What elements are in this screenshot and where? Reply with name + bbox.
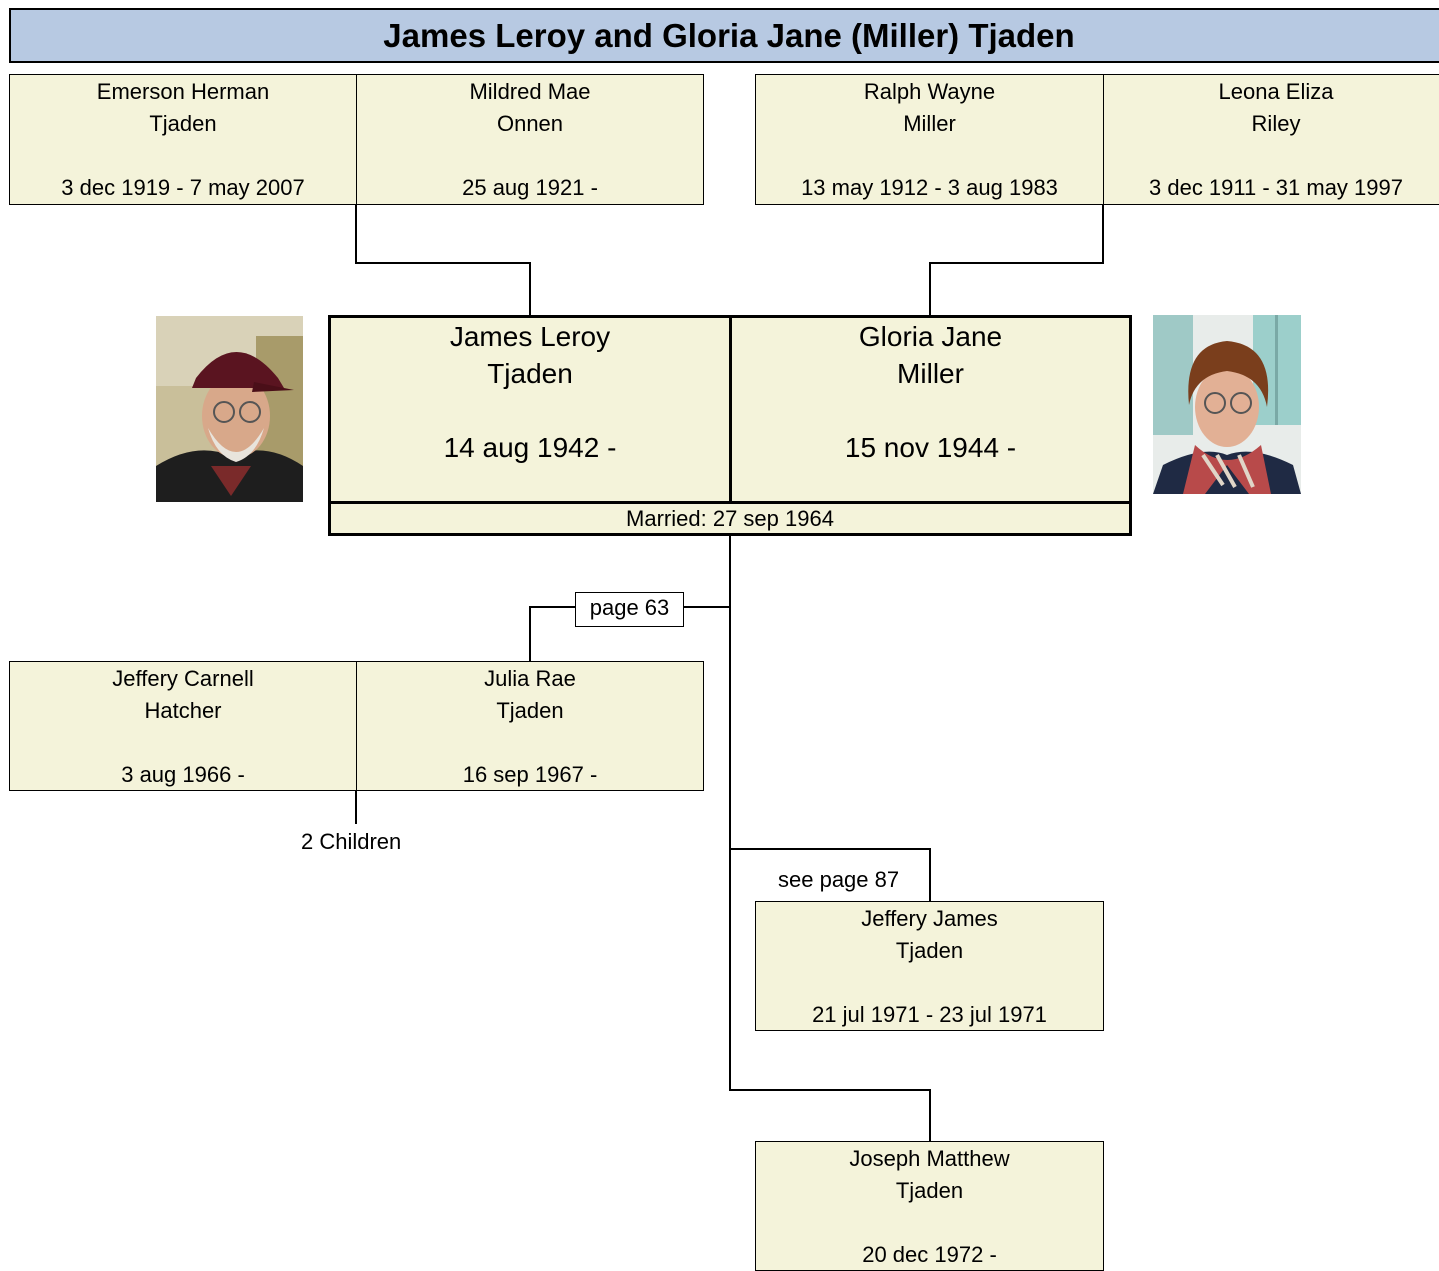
connector-line [529, 606, 577, 608]
person-box-julia-tjaden[interactable]: Julia Rae Tjaden 16 sep 1967 - [356, 661, 704, 791]
person-first-name: Ralph Wayne [863, 79, 996, 104]
person-last-name: Tjaden [496, 698, 564, 723]
person-dates: 20 dec 1972 - [862, 1242, 997, 1267]
person-last-name: Miller [897, 358, 964, 389]
person-first-name: Leona Eliza [1218, 79, 1334, 104]
person-dates: 3 dec 1919 - 7 may 2007 [61, 175, 305, 200]
husband-photo [156, 316, 303, 502]
connector-line [529, 606, 531, 662]
children-count: 2 Children [301, 829, 402, 854]
person-dates: 3 dec 1911 - 31 may 1997 [1149, 175, 1403, 200]
person-first-name: Gloria Jane [858, 321, 1003, 352]
connector-line [355, 204, 357, 264]
person-last-name: Tjaden [487, 358, 573, 389]
connector-line [929, 848, 931, 902]
person-last-name: Riley [1251, 111, 1301, 136]
connector-line [729, 535, 731, 1091]
connector-line [681, 606, 731, 608]
page-title: James Leroy and Gloria Jane (Miller) Tja… [9, 8, 1439, 63]
person-dates: 15 nov 1944 - [844, 432, 1017, 463]
connector-line [929, 1089, 931, 1142]
connector-line [729, 848, 931, 850]
person-first-name: Mildred Mae [469, 79, 591, 104]
person-dates: 13 may 1912 - 3 aug 1983 [801, 175, 1058, 200]
person-dates: 16 sep 1967 - [462, 762, 598, 787]
person-box-mildred-onnen[interactable]: Mildred Mae Onnen 25 aug 1921 - [356, 74, 704, 205]
connector-line [929, 262, 931, 316]
person-first-name: Jeffery James [861, 906, 998, 931]
person-box-leona-riley[interactable]: Leona Eliza Riley 3 dec 1911 - 31 may 19… [1103, 74, 1439, 205]
connector-line [355, 790, 357, 824]
person-box-husband[interactable]: James Leroy Tjaden 14 aug 1942 - [328, 315, 732, 504]
person-last-name: Tjaden [895, 938, 964, 963]
person-first-name: Joseph Matthew [849, 1146, 1010, 1171]
person-last-name: Onnen [496, 111, 564, 136]
person-box-joseph-tjaden[interactable]: Joseph Matthew Tjaden 20 dec 1972 - [755, 1141, 1104, 1271]
person-first-name: James Leroy [449, 321, 611, 352]
person-box-jeffery-tjaden[interactable]: Jeffery James Tjaden 21 jul 1971 - 23 ju… [755, 901, 1104, 1031]
person-last-name: Tjaden [895, 1178, 964, 1203]
person-last-name: Miller [903, 111, 956, 136]
person-dates: 14 aug 1942 - [443, 432, 617, 463]
person-box-jeffery-hatcher[interactable]: Jeffery Carnell Hatcher 3 aug 1966 - [9, 661, 357, 791]
person-first-name: Julia Rae [484, 666, 576, 691]
page-ref-link[interactable]: page 63 [575, 592, 684, 627]
connector-line [529, 262, 531, 316]
marriage-info: Married: 27 sep 1964 [328, 501, 1132, 536]
marriage-date: Married: 27 sep 1964 [626, 506, 834, 531]
person-last-name: Tjaden [149, 111, 217, 136]
connector-line [355, 262, 531, 264]
person-first-name: Emerson Herman [96, 79, 270, 104]
person-dates: 25 aug 1921 - [462, 175, 598, 200]
connector-line [729, 1089, 931, 1091]
person-dates: 21 jul 1971 - 23 jul 1971 [812, 1002, 1047, 1027]
connector-line [1102, 204, 1104, 264]
person-box-emerson-tjaden[interactable]: Emerson Herman Tjaden 3 dec 1919 - 7 may… [9, 74, 357, 205]
person-last-name: Hatcher [144, 698, 222, 723]
person-first-name: Jeffery Carnell [112, 666, 254, 691]
wife-photo [1153, 315, 1301, 494]
page-ref-link[interactable]: see page 87 [778, 867, 900, 892]
person-box-wife[interactable]: Gloria Jane Miller 15 nov 1944 - [729, 315, 1132, 504]
connector-line [929, 262, 1104, 264]
person-dates: 3 aug 1966 - [121, 762, 245, 787]
person-box-ralph-miller[interactable]: Ralph Wayne Miller 13 may 1912 - 3 aug 1… [755, 74, 1104, 205]
